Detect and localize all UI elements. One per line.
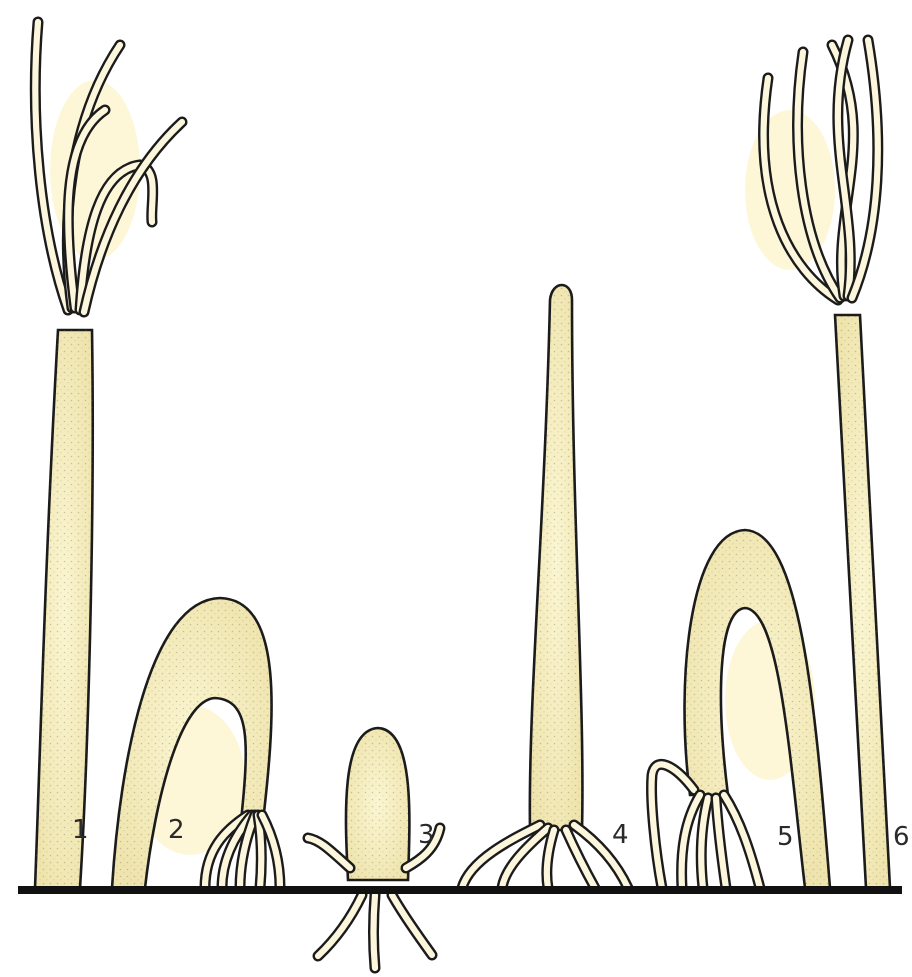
substrate-line: [18, 886, 902, 894]
stage-label-1: 1: [72, 815, 89, 845]
hydra-stage-2: [112, 598, 280, 888]
hydra-stage-4: [462, 285, 628, 888]
stage-label-5: 5: [777, 822, 794, 852]
stage-label-4: 4: [612, 820, 629, 850]
stage-label-6: 6: [893, 822, 910, 852]
stage-label-2: 2: [168, 815, 185, 845]
hydra-stage-5: [652, 530, 830, 888]
stage-label-3: 3: [418, 820, 435, 850]
hydra-4-tentacles: [462, 825, 628, 888]
